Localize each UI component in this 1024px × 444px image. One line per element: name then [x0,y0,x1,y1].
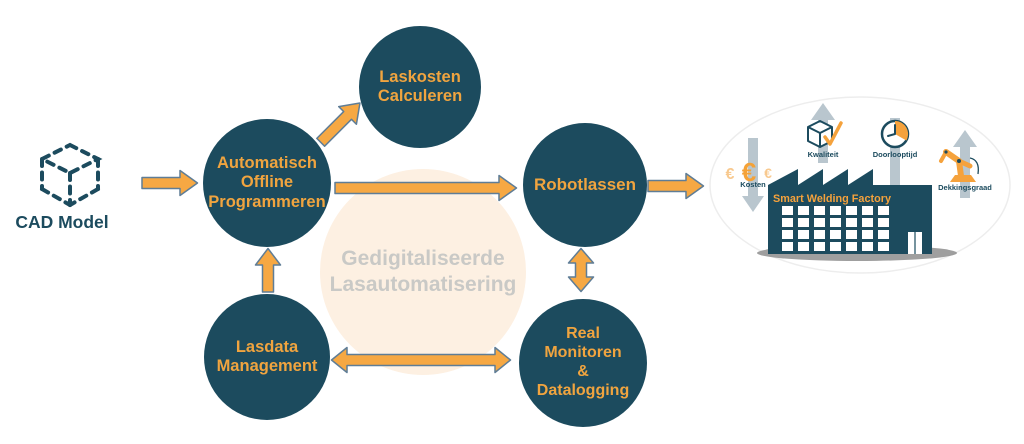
center-title: Gedigitaliseerde Lasautomatisering [329,246,517,296]
svg-text:€: € [764,165,772,181]
node-robotlassen: Robotlassen [523,123,647,247]
svg-text:€: € [726,166,735,183]
node-real-monitoren-datalogging: Real Monitoren & Datalogging [519,299,647,427]
factory-name: Smart Welding Factory [773,193,892,205]
clock-icon [880,119,910,149]
trend-down-arrow-icon [884,118,906,207]
smart-welding-factory-scene: € € € Kosten Kwaliteit Doorlooptijd [709,96,1011,274]
center-highlight-circle: Gedigitaliseerde Lasautomatisering [320,169,526,375]
factory-windows [782,206,889,251]
factory-door [908,232,922,254]
euro-coins-icon: € € € [726,157,773,187]
metric-label-kosten: Kosten [740,180,766,189]
quality-check-cube-icon [807,120,843,148]
arrow-programmeren-to-robotlassen-icon [334,174,518,202]
arrow-robotlassen-to-factory-icon [647,172,705,200]
arrow-lasdata-monitoring-bidirectional-icon [330,346,512,374]
arrow-cad-to-programmeren-icon [141,169,199,197]
node-lasdata-management: Lasdata Management [204,294,330,420]
dashed-cube-icon [37,142,103,207]
svg-text:€: € [742,157,756,187]
arrow-robotlassen-monitoring-bidirectional-icon [567,247,595,293]
trend-down-arrow-icon [742,138,764,212]
arrow-programmeren-to-laskosten-icon [316,102,361,147]
cad-label: CAD Model [15,212,109,232]
metric-label-doorlooptijd: Doorlooptijd [873,150,918,159]
node-laskosten-calculeren: Laskosten Calculeren [359,26,481,148]
welding-robot-icon [939,149,979,182]
node-automatisch-offline-programmeren: Automatisch Offline Programmeren [203,119,331,247]
arrow-lasdata-to-programmeren-icon [254,247,282,293]
metric-label-dekkingsgraad: Dekkingsgraad [938,183,992,192]
metric-label-kwaliteit: Kwaliteit [808,150,839,159]
